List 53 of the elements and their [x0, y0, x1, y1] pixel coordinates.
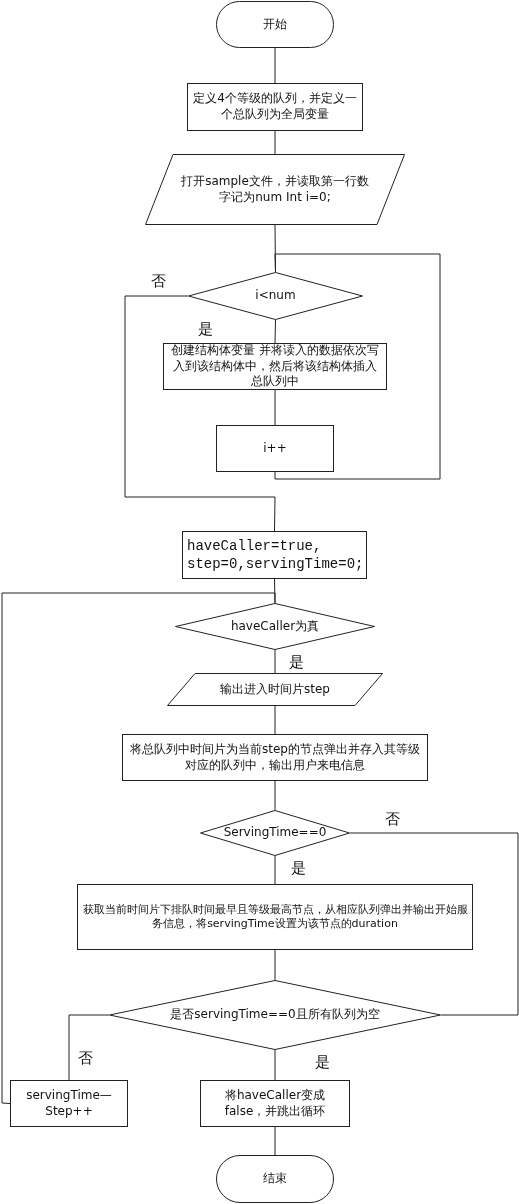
connector-line [349, 832, 519, 1016]
connector-line [274, 949, 276, 981]
step-text: 定义4个等级的队列，并定义一个总队列为全局变量 [192, 91, 358, 123]
connector-line [274, 319, 276, 344]
input-output-shape [145, 154, 405, 225]
connector-line [274, 780, 276, 811]
connector-line [274, 130, 276, 155]
edge-label: 是 [288, 654, 305, 671]
step-text: 是否servingTime==0且所有队列为空 [170, 1007, 380, 1023]
step-text: 结束 [263, 1171, 287, 1187]
process-box [122, 734, 428, 781]
connector-line [274, 649, 276, 674]
step-text: haveCaller为真 [230, 618, 320, 635]
terminal-shape [216, 1155, 334, 1203]
connector-line [274, 47, 276, 84]
process-box [77, 884, 473, 950]
edge-label: 否 [384, 811, 401, 828]
step-text: 输出进入时间片step [220, 681, 330, 698]
connector-line [274, 389, 276, 426]
edge-label: 是 [290, 860, 307, 877]
decision-diamond [188, 272, 363, 320]
connector-line [274, 1049, 276, 1081]
edge-label: 是 [314, 1054, 331, 1071]
connector-line [274, 1126, 276, 1156]
process-box [187, 83, 363, 131]
process-box [216, 425, 334, 472]
step-text: 开始 [263, 16, 287, 33]
connector-line [274, 253, 441, 480]
connector-line [1, 592, 276, 1104]
connector-line [124, 295, 276, 532]
step-text: servingTime— Step++ [25, 1087, 113, 1120]
step-text: 创建结构体变量 并将读入的数据依次写入到该结构体中，然后将该结构体插入总队列中 [170, 343, 380, 390]
decision-diamond [175, 603, 375, 650]
connector-line [68, 1014, 110, 1081]
step-text: 将haveCaller变成false，并跳出循环 [223, 1087, 327, 1120]
process-box [200, 1080, 350, 1127]
edge-label: 否 [77, 1050, 94, 1067]
decision-diamond [109, 980, 441, 1050]
edge-label: 是 [197, 321, 214, 338]
step-text: haveCaller=true, step=0,servingTime=0; [187, 536, 364, 574]
edge-label: 否 [150, 273, 167, 290]
step-text: 打开sample文件，并读取第一行数字记为num Int i=0; [180, 173, 370, 206]
step-text: ServingTime==0 [223, 825, 327, 841]
step-text: i<num [255, 288, 296, 304]
connector-line [274, 705, 276, 735]
terminal-shape [216, 1, 334, 48]
connector-line [274, 855, 276, 885]
step-text: 将总队列中时间片为当前step的节点弹出并存入其等级对应的队列中，输出用户来电信息 [129, 741, 421, 774]
step-text: 获取当前时间片下排队时间最早且等级最高节点，从相应队列弹出并输出开始服务信息，将servingTime设置为该节点的duration [82, 902, 468, 932]
decision-diamond [200, 810, 350, 856]
process-box [10, 1080, 128, 1127]
input-output-shape [167, 673, 383, 706]
step-text: i++ [263, 440, 287, 457]
